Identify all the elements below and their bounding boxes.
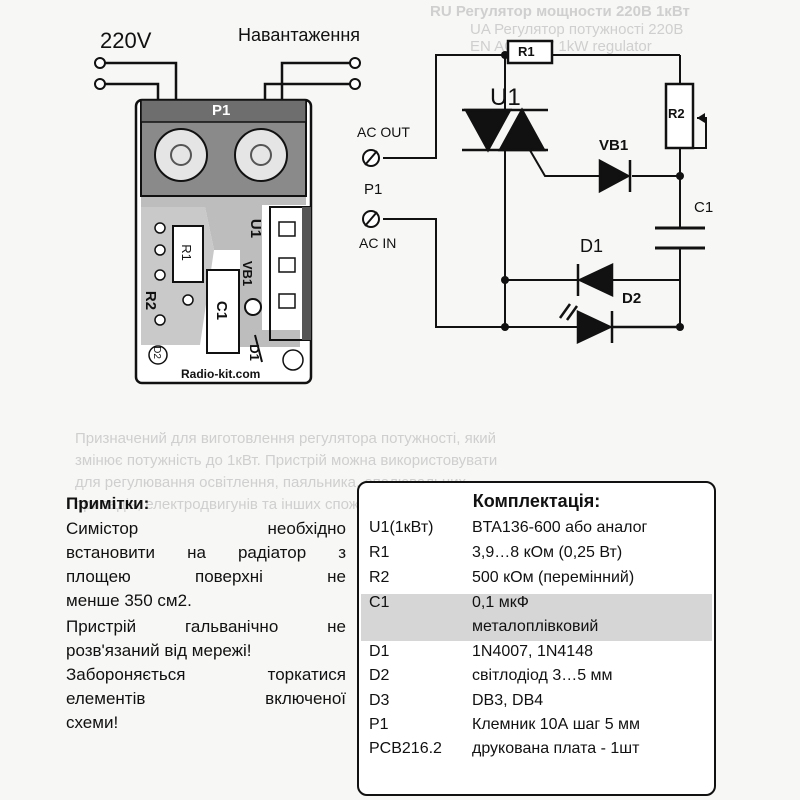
- kit-value: 0,1 мкФ: [472, 594, 529, 611]
- pcb-p1-label: P1: [212, 102, 231, 119]
- kit-row: P1 Клемник 10А шаг 5 мм: [359, 716, 714, 738]
- kit-value: світлодіод 3…5 мм: [472, 667, 613, 684]
- kit-highlight: [361, 594, 712, 641]
- kit-value: BTA136-600 або аналог: [472, 519, 648, 536]
- kit-title: Комплектація:: [472, 491, 601, 511]
- note-line: елементів включеної: [66, 689, 346, 708]
- note-line: Забороняється торкатися: [66, 665, 346, 684]
- ghost-paragraph-2: змінює потужність до 1кВт. Пристрій можн…: [75, 452, 498, 469]
- schematic-p1-label: P1: [364, 181, 383, 198]
- kit-row: R2 500 кОм (перемінний): [359, 569, 714, 591]
- ac-out-label: AC OUT: [357, 124, 410, 140]
- pcb-u1-label: U1: [247, 218, 265, 239]
- c1-symbol: [655, 226, 705, 250]
- kit-ref: U1(1кВт): [369, 519, 434, 536]
- kit-value: металоплівковий: [472, 618, 599, 635]
- schematic-vb1-label: VB1: [599, 137, 629, 154]
- ghost-header-2: UA Регулятор потужності 220В: [470, 21, 684, 38]
- kit-row: R1 3,9…8 кОм (0,25 Вт): [359, 544, 714, 566]
- kit-value: 500 кОм (перемінний): [472, 569, 635, 586]
- r2-symbol: [664, 82, 695, 150]
- kit-ref: D2: [369, 667, 390, 684]
- kit-row: D1 1N4007, 1N4148: [359, 643, 714, 665]
- schematic-c1-label: C1: [694, 199, 714, 216]
- kit-ref: R2: [369, 569, 390, 586]
- mains-wires: [100, 61, 355, 100]
- note-line: розв'язаний від мережі!: [66, 641, 252, 660]
- note-line: площею поверхні не: [66, 567, 346, 586]
- schematic-wires: [383, 54, 707, 328]
- schematic-d2-label: D2: [622, 290, 642, 307]
- pcb-r1-label: R1: [178, 244, 194, 261]
- kit-ref: P1: [369, 716, 389, 733]
- kit-ref: D3: [369, 692, 390, 709]
- note-line: менше 350 см2.: [66, 591, 192, 610]
- schematic-terminals: [362, 149, 380, 228]
- note-line: Пристрій гальванічно не: [66, 617, 346, 636]
- notes-heading: Примітки:: [66, 494, 150, 513]
- circuit-drawing: [94, 39, 707, 385]
- kit-box: Комплектація: U1(1кВт) BTA136-600 або ана…: [357, 481, 716, 796]
- kit-value: Клемник 10А шаг 5 мм: [472, 716, 641, 733]
- note-line: схеми!: [66, 713, 119, 732]
- kit-row: C1 0,1 мкФ: [359, 594, 714, 616]
- kit-ref: C1: [369, 594, 390, 611]
- kit-row: D2 світлодіод 3…5 мм: [359, 667, 714, 689]
- schematic-d1-label: D1: [580, 236, 604, 256]
- kit-value: друкована плата - 1шт: [472, 740, 640, 757]
- junctions: [501, 51, 684, 331]
- load-label: Навантаження: [238, 25, 361, 45]
- note-line: встановити на радіатор з: [66, 543, 346, 562]
- pcb-d1-label: D1: [246, 344, 262, 361]
- vb1-symbol: [598, 158, 632, 194]
- kit-row: PCB216.2 друкована плата - 1шт: [359, 740, 714, 762]
- kit-value: 1N4007, 1N4148: [472, 643, 593, 660]
- kit-value: DB3, DB4: [472, 692, 544, 709]
- ghost-paragraph-1: Призначений для виготовлення регулятора …: [75, 430, 497, 447]
- wire-terminals: [94, 57, 361, 90]
- r1-symbol: [506, 39, 554, 65]
- mains-label: 220V: [100, 28, 152, 53]
- note-line: Симістор необхідно: [66, 519, 346, 538]
- u1-symbol: [462, 107, 548, 153]
- kit-row: D3 DB3, DB4: [359, 692, 714, 714]
- pcb-d2-label: D2: [150, 346, 162, 359]
- pcb-r2-label: R2: [142, 290, 160, 311]
- kit-row: металоплівковий: [359, 618, 714, 640]
- pcb-vb1-label: VB1: [240, 260, 256, 287]
- kit-ref: D1: [369, 643, 390, 660]
- kit-value: 3,9…8 кОм (0,25 Вт): [472, 544, 623, 561]
- pcb-board: [134, 98, 313, 385]
- pcb-site-label: Radio-kit.com: [181, 367, 261, 381]
- ac-in-label: AC IN: [359, 235, 397, 251]
- d2-symbol: [558, 303, 680, 344]
- d1-symbol: [576, 263, 614, 297]
- schematic-r2-label: R2: [668, 106, 685, 121]
- kit-ref: PCB216.2: [369, 740, 442, 757]
- pcb-c1-label: C1: [213, 300, 231, 321]
- ghost-header-1: RU Регулятор мощности 220В 1кВт: [430, 3, 690, 20]
- schematic-r1-label: R1: [518, 44, 535, 59]
- kit-ref: R1: [369, 544, 390, 561]
- schematic-u1-label: U1: [490, 84, 521, 111]
- kit-row: U1(1кВт) BTA136-600 або аналог: [359, 519, 714, 541]
